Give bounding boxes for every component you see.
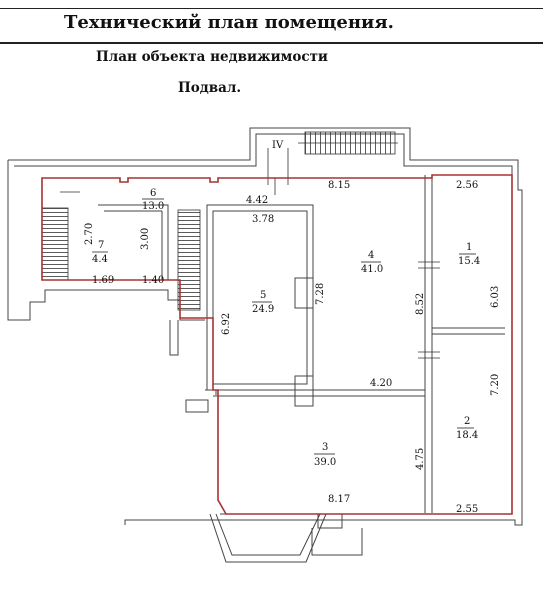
- dim-2-56: 2.56: [456, 180, 478, 191]
- room-number: 3: [322, 442, 328, 453]
- bay-window: [209, 513, 363, 563]
- plan-subtitle: План объекта недвижимости: [96, 49, 328, 65]
- stair-label: IV: [272, 140, 284, 151]
- room-2: 2 18.4: [456, 416, 478, 441]
- room-4: 4 41.0: [361, 250, 383, 275]
- dim-1-40: 1.40: [142, 275, 164, 286]
- room-area: 13.0: [142, 201, 164, 212]
- dim-2-55: 2.55: [456, 504, 478, 515]
- dim-7-20: 7.20: [490, 374, 501, 396]
- dim-6-03: 6.03: [490, 286, 501, 308]
- floor-label: Подвал.: [178, 80, 242, 96]
- room-area: 4.4: [92, 254, 108, 265]
- dim-4-20: 4.20: [370, 378, 392, 389]
- room-area: 24.9: [252, 304, 274, 315]
- door-marks: [60, 178, 440, 359]
- room-1: 1 15.4: [458, 242, 480, 267]
- dim-8-52: 8.52: [415, 293, 426, 315]
- outer-walls: [7, 127, 523, 526]
- room-7: 7 4.4: [92, 240, 108, 265]
- room-number: 6: [150, 188, 156, 199]
- dim-8-15: 8.15: [328, 180, 350, 191]
- room-number: 4: [368, 250, 374, 261]
- middle-staircase: [177, 209, 201, 311]
- premises-boundary: [41, 174, 513, 515]
- dim-7-28: 7.28: [315, 283, 326, 305]
- dimensions: 8.15 2.56 4.42 3.78 2.70 3.00 1.69 1.40 …: [84, 180, 501, 515]
- room-number: 7: [98, 240, 104, 251]
- dim-6-92: 6.92: [221, 313, 232, 335]
- header-top-rule: [0, 8, 543, 9]
- dim-2-70: 2.70: [84, 223, 95, 245]
- dim-4-42: 4.42: [246, 195, 268, 206]
- room-number: 5: [260, 290, 266, 301]
- interior-walls: [98, 175, 505, 513]
- room-area: 18.4: [456, 430, 478, 441]
- room-area: 39.0: [314, 457, 336, 468]
- room-6: 6 13.0: [142, 188, 164, 212]
- dim-1-69: 1.69: [92, 275, 114, 286]
- dim-8-17: 8.17: [328, 494, 350, 505]
- room-number: 2: [464, 416, 470, 427]
- page-title: Технический план помещения.: [64, 12, 394, 33]
- room-number: 1: [466, 242, 472, 253]
- header-bottom-rule: [0, 42, 543, 44]
- dim-3-78: 3.78: [252, 214, 274, 225]
- room-5: 5 24.9: [252, 290, 274, 315]
- room-3: 3 39.0: [314, 442, 336, 468]
- dim-3-00: 3.00: [140, 228, 151, 250]
- left-staircase: [41, 207, 69, 281]
- upper-staircase: [267, 131, 398, 185]
- room-area: 41.0: [361, 264, 383, 275]
- header: Технический план помещения.: [0, 0, 543, 44]
- room-area: 15.4: [458, 256, 480, 267]
- dim-4-75: 4.75: [415, 448, 426, 470]
